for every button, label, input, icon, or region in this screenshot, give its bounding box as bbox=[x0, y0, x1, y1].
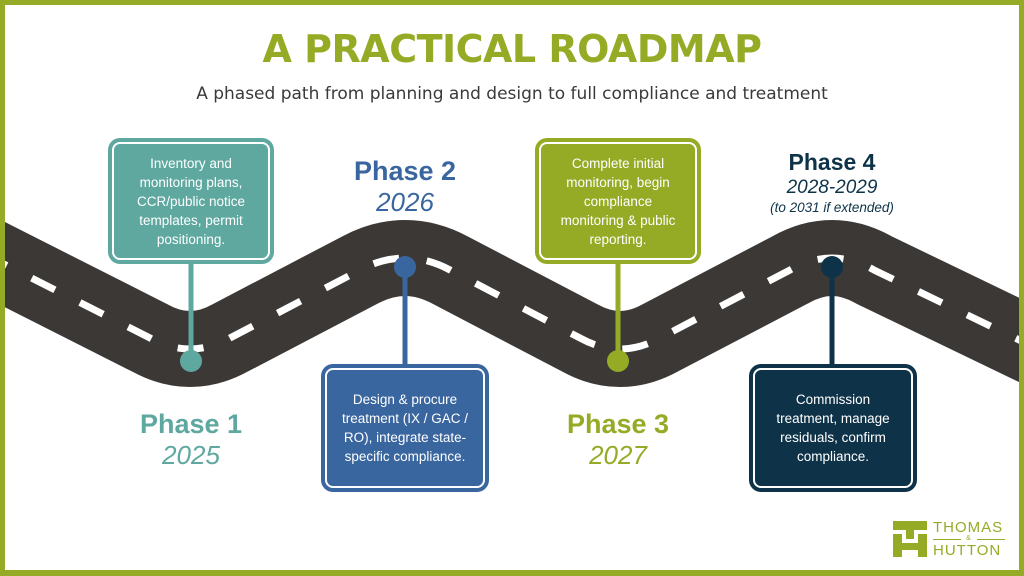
phase-1-marker bbox=[180, 350, 202, 372]
phase-3-marker bbox=[607, 350, 629, 372]
phase-2-description-box: Design & procure treatment (IX / GAC / R… bbox=[321, 364, 489, 492]
phase-2-marker bbox=[394, 256, 416, 278]
thomas-hutton-logo: THOMAS & HUTTON bbox=[893, 519, 1013, 559]
phase-1-name: Phase 1 bbox=[139, 409, 243, 439]
phase-4-note: (to 2031 if extended) bbox=[770, 200, 894, 215]
phase-1-years: 2025 bbox=[162, 440, 220, 470]
logo-line-1: THOMAS bbox=[933, 519, 1004, 536]
phase-4-description: Commission treatment, manage residuals, … bbox=[753, 368, 913, 488]
road-surface bbox=[0, 219, 1024, 387]
phase-4-label: Phase 4 2028-2029 (to 2031 if extended) bbox=[732, 148, 932, 216]
phase-4-description-box: Commission treatment, manage residuals, … bbox=[749, 364, 917, 492]
phase-1-label: Phase 1 2025 bbox=[91, 408, 291, 470]
page-title: A PRACTICAL ROADMAP bbox=[262, 27, 762, 71]
phase-3-name: Phase 3 bbox=[566, 409, 670, 439]
page-subtitle: A phased path from planning and design t… bbox=[196, 84, 828, 104]
phase-3-years: 2027 bbox=[589, 440, 647, 470]
phase-4-marker bbox=[821, 256, 843, 278]
phase-4-name: Phase 4 bbox=[788, 149, 876, 175]
phase-1-description: Inventory and monitoring plans, CCR/publ… bbox=[112, 142, 270, 260]
phase-3-label: Phase 3 2027 bbox=[518, 408, 718, 470]
phase-1-description-box: Inventory and monitoring plans, CCR/publ… bbox=[108, 138, 274, 264]
phase-2-name: Phase 2 bbox=[353, 156, 457, 186]
logo-line-2: HUTTON bbox=[933, 542, 1002, 559]
phase-2-years: 2026 bbox=[376, 187, 434, 217]
phase-2-label: Phase 2 2026 bbox=[305, 155, 505, 217]
phase-3-description-box: Complete initial monitoring, begin compl… bbox=[535, 138, 701, 264]
logo-ampersand: & bbox=[933, 535, 1005, 542]
phase-3-description: Complete initial monitoring, begin compl… bbox=[539, 142, 697, 260]
phase-2-description: Design & procure treatment (IX / GAC / R… bbox=[325, 368, 485, 488]
th-monogram-icon bbox=[893, 521, 927, 557]
phase-4-years: 2028-2029 bbox=[786, 177, 878, 198]
